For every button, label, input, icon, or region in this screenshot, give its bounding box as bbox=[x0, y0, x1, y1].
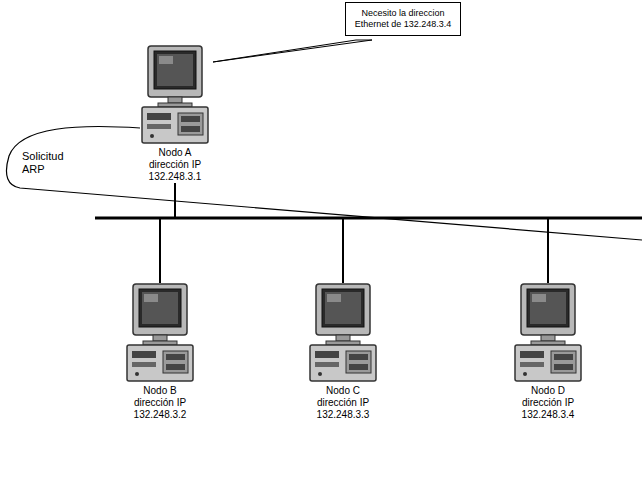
network-cable bbox=[160, 183, 175, 283]
arp-label: Solicitud ARP bbox=[22, 150, 74, 176]
speech-callout: Necesito la direccion Ethernet de 132.24… bbox=[345, 2, 461, 36]
callout-tail bbox=[213, 40, 372, 62]
network-cable bbox=[175, 183, 343, 283]
node-label: Nodo C dirección IP 132.248.3.3 bbox=[310, 385, 376, 421]
computer-icon bbox=[308, 283, 378, 383]
callout-text: Necesito la direccion Ethernet de 132.24… bbox=[351, 8, 455, 30]
computer-node: Nodo C dirección IP 132.248.3.3 bbox=[298, 283, 388, 421]
computer-icon bbox=[140, 45, 210, 145]
node-label: Nodo A dirección IP 132.248.3.1 bbox=[142, 147, 208, 183]
computer-icon bbox=[125, 283, 195, 383]
computer-node: Nodo D dirección IP 132.248.3.4 bbox=[503, 283, 593, 421]
node-label: Nodo B dirección IP 132.248.3.2 bbox=[127, 385, 193, 421]
computer-node: Nodo A dirección IP 132.248.3.1 bbox=[130, 45, 220, 183]
arp-request-loop bbox=[6, 126, 642, 240]
computer-icon bbox=[513, 283, 583, 383]
node-label: Nodo D dirección IP 132.248.3.4 bbox=[515, 385, 581, 421]
computer-node: Nodo B dirección IP 132.248.3.2 bbox=[115, 283, 205, 421]
network-cable bbox=[175, 183, 548, 283]
